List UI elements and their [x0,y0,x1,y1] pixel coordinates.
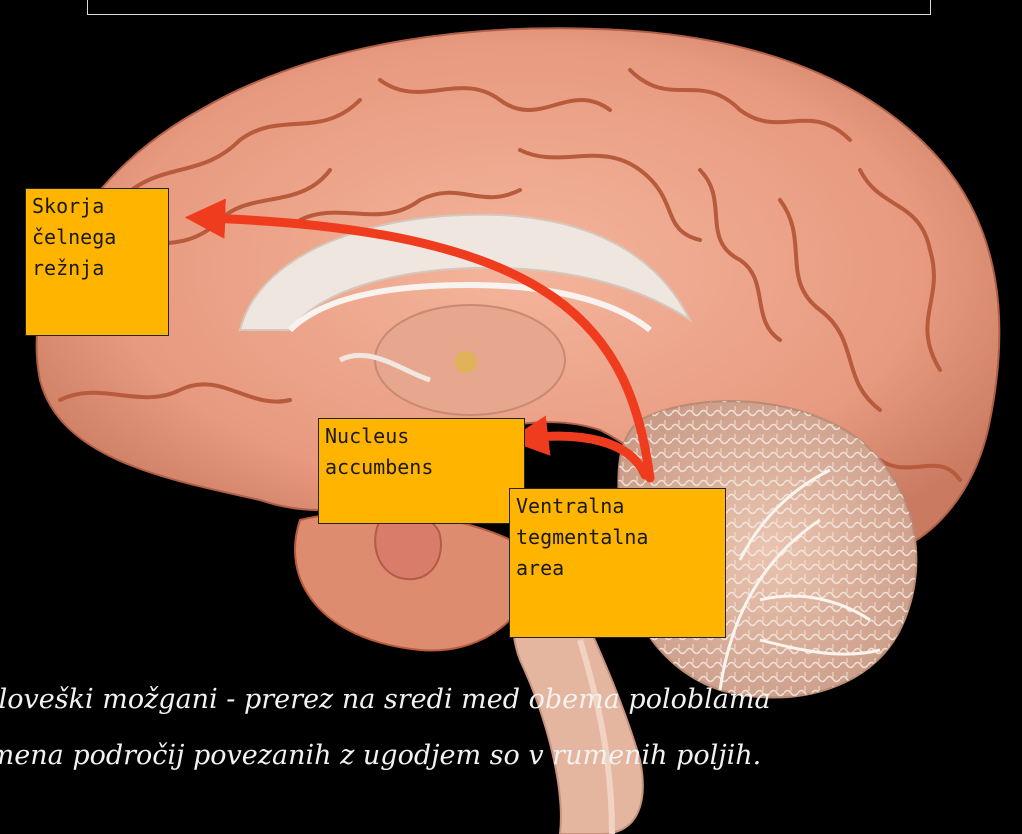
label-ventral-tegmental-area: Ventralna tegmentalna area [509,488,726,638]
label-nucleus-accumbens: Nucleus accumbens [318,418,525,524]
caption-line-1: Človeški možgani - prerez na sredi med o… [0,684,1000,715]
caption-line-2: Imena področij povezanih z ugodjem so v … [0,740,1000,771]
label-frontal-cortex: Skorja čelnega režnja [25,188,169,336]
small-nucleus [455,351,477,373]
top-title-box [87,0,931,15]
